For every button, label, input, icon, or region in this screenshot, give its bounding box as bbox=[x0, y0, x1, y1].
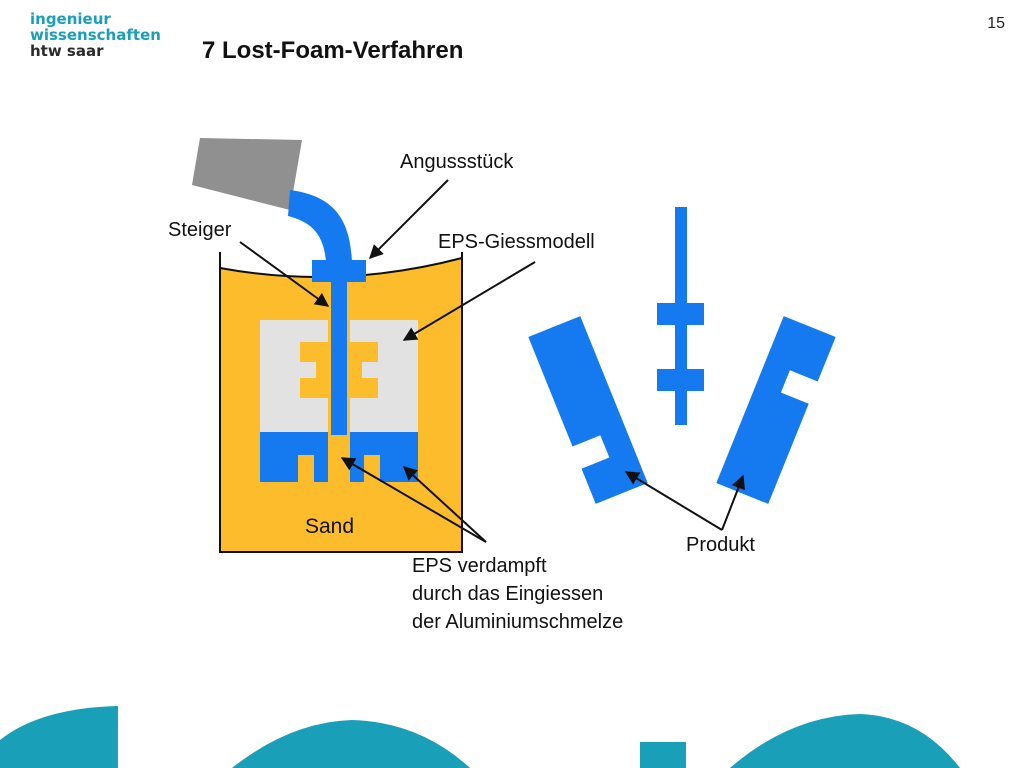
ladle bbox=[192, 138, 302, 210]
label-eps-giessmodell: EPS-Giessmodell bbox=[438, 231, 595, 253]
label-sand: Sand bbox=[305, 515, 354, 538]
footer-shape-t bbox=[232, 720, 470, 768]
logo-line-1: ingenieur bbox=[30, 10, 111, 28]
cast-metal-right bbox=[350, 432, 418, 482]
arrow-eps-verdampft-2 bbox=[402, 466, 487, 543]
logo: ingenieur wissenschaften htw saar bbox=[30, 11, 161, 59]
slide-title: 7 Lost-Foam-Verfahren bbox=[202, 37, 464, 64]
label-eps-verdampft-line-2: durch das Eingiessen bbox=[412, 583, 603, 605]
riser bbox=[331, 280, 347, 435]
arrows bbox=[239, 179, 745, 543]
product-right bbox=[716, 316, 836, 504]
label-eps-verdampft-line-3: der Aluminiumschmelze bbox=[412, 611, 623, 633]
arrow-produkt-2 bbox=[721, 474, 745, 531]
product-left bbox=[528, 316, 648, 504]
page-number: 15 bbox=[987, 15, 1005, 32]
footer-shape-arc bbox=[730, 714, 960, 768]
product-parts bbox=[528, 207, 836, 504]
logo-line-3: htw saar bbox=[30, 42, 104, 60]
label-steiger: Steiger bbox=[168, 219, 232, 241]
footer-shape-h bbox=[0, 706, 118, 768]
footer-shape-w bbox=[640, 742, 686, 768]
arrow-angussstueck bbox=[369, 179, 449, 259]
label-produkt: Produkt bbox=[686, 534, 755, 556]
arrow-eps-giessmodell bbox=[402, 261, 536, 341]
footer-decoration bbox=[0, 706, 960, 768]
product-riser bbox=[657, 207, 704, 425]
arrow-produkt-1 bbox=[624, 471, 723, 531]
label-eps-verdampft-line-1: EPS verdampft bbox=[412, 555, 547, 577]
footer-logo-shapes bbox=[0, 706, 960, 768]
mold-outline bbox=[219, 252, 463, 553]
pouring-stream bbox=[288, 190, 352, 262]
arrow-steiger bbox=[239, 241, 330, 307]
eps-pattern-left bbox=[260, 320, 328, 432]
label-angussstueck: Angussstück bbox=[400, 151, 514, 173]
eps-pattern bbox=[260, 320, 418, 432]
sprue-cup bbox=[312, 260, 366, 282]
logo-line-2: wissenschaften bbox=[30, 26, 161, 44]
cast-metal-left bbox=[260, 432, 328, 482]
arrow-eps-verdampft-1 bbox=[340, 457, 487, 543]
cast-metal bbox=[260, 432, 418, 482]
eps-pattern-right bbox=[350, 320, 418, 432]
